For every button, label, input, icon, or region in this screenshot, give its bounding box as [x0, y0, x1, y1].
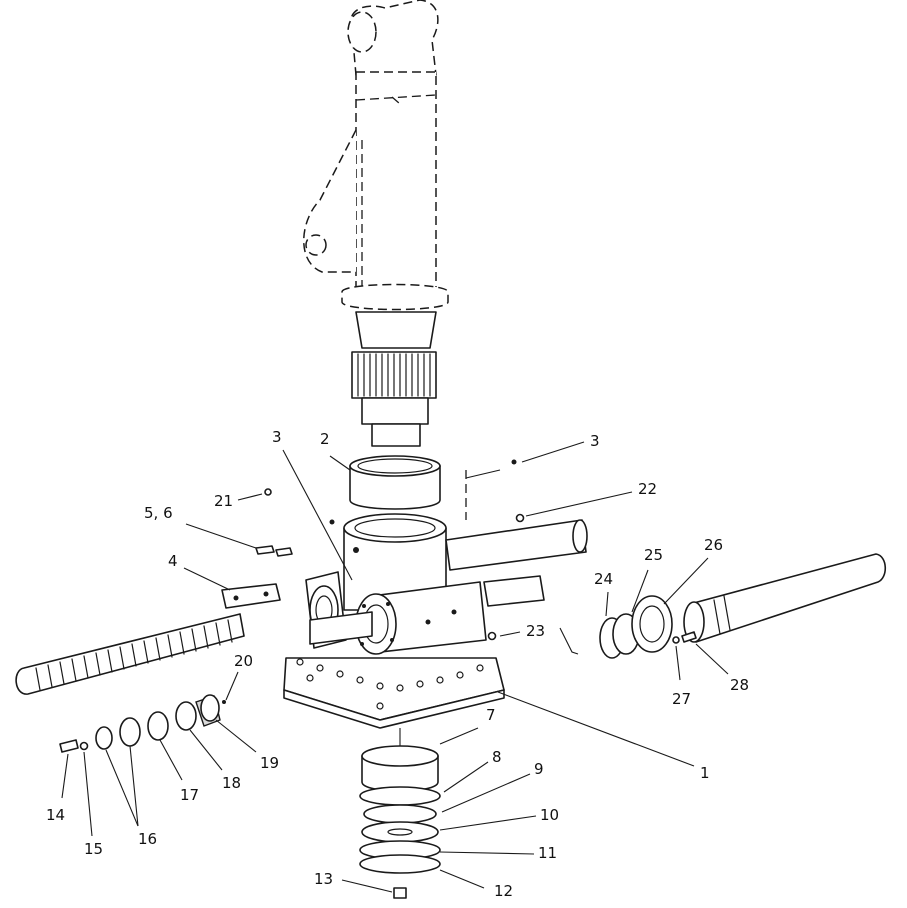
callout-15: 15 [84, 840, 103, 858]
callout-26: 26 [704, 536, 723, 554]
callout-11: 11 [538, 844, 557, 862]
phantom-column [303, 0, 449, 311]
callout-7: 7 [486, 706, 496, 724]
callout-8: 8 [492, 748, 502, 766]
callout-19: 19 [260, 754, 279, 772]
left-small-parts [59, 694, 226, 753]
callout-18: 18 [222, 774, 241, 792]
callout-24: 24 [594, 570, 613, 588]
callout-1: 1 [700, 764, 710, 782]
callout-5-6: 5, 6 [144, 504, 173, 522]
callout-9: 9 [534, 760, 544, 778]
bushing-part-2 [349, 455, 441, 510]
callout-14: 14 [46, 806, 65, 824]
housing-part-1 [283, 469, 588, 729]
lower-stack [359, 728, 441, 899]
callout-12: 12 [494, 882, 513, 900]
callout-3-left: 3 [272, 428, 282, 446]
callout-20: 20 [234, 652, 253, 670]
callout-3-right: 3 [590, 432, 600, 450]
right-seals [599, 553, 887, 659]
callout-23: 23 [526, 622, 545, 640]
bracket-part-4 [221, 583, 281, 609]
spline-shaft [351, 311, 437, 447]
callout-2: 2 [320, 430, 330, 448]
callout-21: 21 [214, 492, 233, 510]
callout-4: 4 [168, 552, 178, 570]
callout-labels: 1 2 3 3 4 5, 6 7 8 9 10 11 12 13 14 15 1… [46, 428, 749, 900]
fasteners [255, 459, 525, 641]
callout-16: 16 [138, 830, 157, 848]
callout-10: 10 [540, 806, 559, 824]
leader-lines [61, 441, 729, 893]
callout-17: 17 [180, 786, 199, 804]
callout-13: 13 [314, 870, 333, 888]
callout-28: 28 [730, 676, 749, 694]
callout-27: 27 [672, 690, 691, 708]
rack-bar [15, 613, 245, 695]
callout-22: 22 [638, 480, 657, 498]
callout-25: 25 [644, 546, 663, 564]
